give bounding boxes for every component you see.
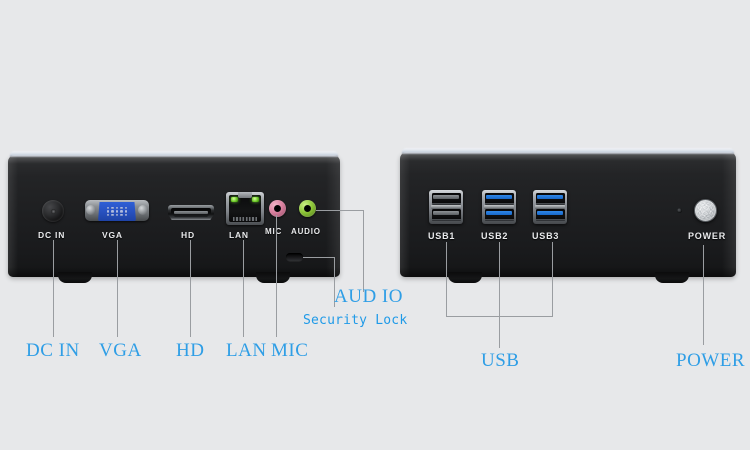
right-device-foot-right <box>655 272 689 283</box>
vga-screw-left <box>86 205 96 215</box>
usb2-stack[interactable] <box>482 190 516 224</box>
callout-security-lock: Security Lock <box>303 313 408 328</box>
chassis-top-sheen <box>400 152 736 161</box>
leader-line-mic <box>276 215 277 337</box>
leader-line-usb2 <box>499 242 500 317</box>
usb3-port-lower[interactable] <box>535 208 565 222</box>
chassis-right-bevel <box>722 152 736 277</box>
vga-pin-row-1 <box>106 207 128 210</box>
left-device-chassis <box>8 151 340 277</box>
silk-label-lan: LAN <box>229 230 249 240</box>
chassis-top-edge <box>10 151 338 157</box>
callout-power: POWER <box>676 350 745 371</box>
leader-line-lan <box>243 240 244 337</box>
chassis-right-bevel <box>326 155 340 277</box>
callout-dc-in: DC IN <box>26 340 80 361</box>
hdmi-tongue <box>174 210 208 214</box>
leader-line-audio-vertical <box>363 210 364 292</box>
silk-label-dc-in: DC IN <box>38 230 66 240</box>
leader-line-usb3 <box>552 242 553 317</box>
dc-in-jack[interactable] <box>42 200 64 222</box>
leader-line-vga <box>117 240 118 337</box>
vga-pin-row-3 <box>106 213 128 216</box>
silk-label-usb1: USB1 <box>428 231 456 241</box>
usb2-port-lower[interactable] <box>484 208 514 222</box>
right-device-foot-left <box>448 272 482 283</box>
mic-jack[interactable] <box>269 200 286 217</box>
left-device-foot-left <box>58 272 92 283</box>
leader-line-dc-in <box>53 240 54 337</box>
silk-label-usb2: USB2 <box>481 231 509 241</box>
lan-port[interactable] <box>226 192 264 225</box>
chassis-left-bevel <box>400 152 410 277</box>
vga-db15-connector <box>98 202 136 221</box>
vga-port[interactable] <box>85 198 149 224</box>
silk-label-mic: MIC <box>265 227 283 236</box>
lan-cavity <box>229 195 261 222</box>
chassis-top-edge <box>402 148 734 154</box>
silk-label-usb3: USB3 <box>532 231 560 241</box>
callout-lan: LAN <box>226 340 267 361</box>
callout-hd: HD <box>176 340 205 361</box>
lan-led-right <box>252 196 259 202</box>
leader-line-security-lock-horizontal <box>303 257 335 258</box>
silk-label-power: POWER <box>688 231 727 241</box>
usb2-port-upper[interactable] <box>484 192 514 206</box>
silk-label-audio: AUDIO <box>291 227 321 236</box>
power-led <box>677 208 682 213</box>
callout-audio: AUD IO <box>334 286 403 307</box>
power-button[interactable] <box>694 199 717 222</box>
chassis-top-sheen <box>8 155 340 164</box>
usb1-port-upper[interactable] <box>431 192 461 206</box>
silk-label-vga: VGA <box>102 230 123 240</box>
audio-jack[interactable] <box>299 200 316 217</box>
usb3-stack[interactable] <box>533 190 567 224</box>
usb1-divider <box>431 205 461 209</box>
leader-line-security-lock-vertical <box>334 257 335 307</box>
usb3-divider <box>535 205 565 209</box>
callout-vga: VGA <box>99 340 142 361</box>
chassis-bottom-shadow <box>400 267 736 277</box>
lan-latch-notch <box>238 192 252 198</box>
silk-label-hd: HD <box>181 230 195 240</box>
leader-line-usb1 <box>446 242 447 317</box>
leader-line-audio-horizontal <box>316 210 364 211</box>
chassis-bottom-shadow <box>8 267 340 277</box>
lan-led-left <box>231 196 238 202</box>
vga-pin-row-2 <box>106 210 128 213</box>
hdmi-port[interactable] <box>168 205 214 220</box>
usb2-divider <box>484 205 514 209</box>
usb1-stack[interactable] <box>429 190 463 224</box>
chassis-left-bevel <box>8 155 18 277</box>
leader-line-power <box>703 245 704 345</box>
vga-screw-right <box>138 205 148 215</box>
callout-mic: MIC <box>271 340 309 361</box>
callout-usb: USB <box>481 350 520 371</box>
usb1-port-lower[interactable] <box>431 208 461 222</box>
leader-line-hd <box>190 240 191 337</box>
leader-line-usb-stem <box>499 316 500 348</box>
security-lock-slot[interactable] <box>286 253 303 261</box>
usb3-port-upper[interactable] <box>535 192 565 206</box>
left-device-foot-right <box>256 272 290 283</box>
lan-contacts <box>233 216 257 221</box>
